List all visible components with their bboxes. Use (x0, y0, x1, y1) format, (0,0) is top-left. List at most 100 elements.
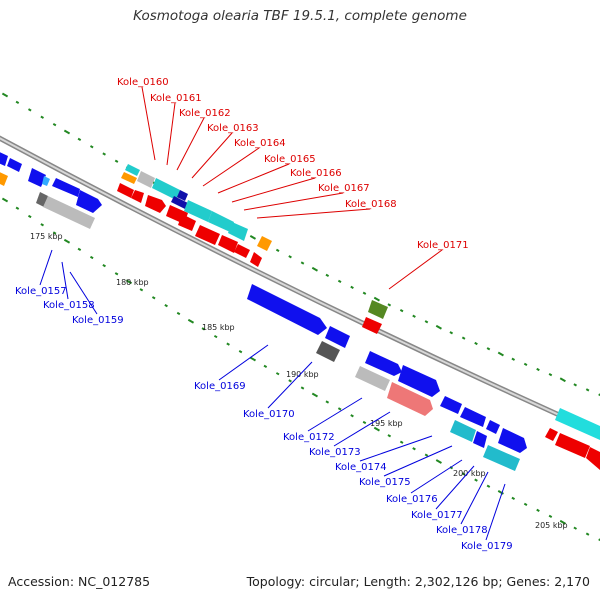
tick-mark (399, 440, 404, 444)
tick-mark (461, 472, 466, 476)
gene-arrow (208, 211, 234, 232)
tick-mark (102, 152, 106, 156)
forward-strand-features (0, 152, 600, 471)
tick-mark (40, 115, 44, 119)
gene-arrow (362, 317, 382, 334)
gene-arrow (177, 190, 188, 201)
gene-arrow (460, 407, 486, 427)
tick-mark (63, 129, 71, 135)
label-leader-line (191, 132, 233, 179)
tick-mark (15, 206, 20, 210)
tick-mark (275, 248, 280, 252)
tick-mark (523, 502, 528, 507)
label-leader-line (267, 361, 313, 409)
tick-mark (373, 426, 380, 432)
gene-arrow (450, 420, 476, 442)
tick-mark (63, 238, 71, 244)
tick-mark (474, 341, 478, 346)
tick-mark (311, 266, 318, 272)
reverse-strand-features (121, 164, 388, 319)
scale-labels: 175 kbp 180 kbp 185 kbp 190 kbp 195 kbp … (30, 232, 568, 530)
gene-arrow (117, 183, 134, 198)
tick-mark (573, 526, 578, 530)
tick-mark (536, 367, 540, 372)
gene-label: Kole_0164 (234, 138, 286, 149)
label-leader-line (231, 177, 316, 203)
gene-arrow (0, 152, 8, 166)
label-leader-line (460, 471, 489, 525)
tick-mark (238, 350, 243, 354)
gene-arrow (483, 445, 520, 471)
tick-mark (139, 288, 144, 292)
tick-mark (474, 478, 478, 482)
tick-mark (300, 386, 305, 390)
tick-mark (226, 342, 230, 346)
label-leader-line (485, 483, 506, 541)
tick-mark (548, 373, 553, 377)
gene-arrow (325, 326, 350, 348)
gene-arrow (0, 172, 8, 186)
gene-label: Kole_0165 (264, 154, 316, 165)
gene-arrow (365, 351, 402, 376)
tick-mark (89, 145, 94, 149)
gene-label: Kole_0166 (290, 168, 342, 179)
map-title: Kosmotoga olearia TBF 19.5.1, complete g… (133, 8, 467, 24)
scale-label: 175 kbp (30, 232, 63, 241)
tick-mark (1, 92, 9, 98)
tick-mark (511, 496, 516, 500)
gene-arrow (498, 428, 527, 453)
gene-arrow (76, 190, 102, 213)
gene-arrow (137, 171, 155, 188)
tick-mark (275, 372, 280, 376)
label-leader-line (359, 435, 433, 462)
tick-mark (52, 231, 57, 235)
gene-arrow (555, 433, 590, 458)
tick-mark (573, 383, 578, 387)
tick-mark (337, 279, 342, 284)
gene-arrow (586, 447, 600, 470)
tick-mark (497, 489, 504, 495)
tick-mark (27, 108, 32, 112)
scale-label: 190 kbp (286, 370, 319, 379)
tick-mark (201, 327, 206, 331)
label-leader-line (202, 147, 260, 187)
gene-label: Kole_0160 (117, 77, 169, 88)
gene-arrow (152, 178, 180, 200)
gene-arrow (555, 408, 600, 440)
gene-label: Kole_0158 (43, 300, 95, 311)
label-leader-line (61, 261, 69, 300)
gene-arrow (257, 236, 272, 251)
tick-mark (387, 303, 392, 307)
tick-mark (399, 308, 404, 313)
tick-mark (213, 334, 218, 339)
scale-label: 205 kbp (535, 521, 568, 530)
label-leader-line (388, 249, 443, 290)
tick-mark (249, 235, 257, 240)
tick-mark (27, 214, 32, 219)
label-leader-line (307, 397, 363, 432)
tick-mark (373, 296, 380, 302)
label-leader-line (166, 102, 176, 166)
gene-arrow (368, 300, 388, 319)
gene-arrow (545, 428, 558, 441)
gene-arrow (234, 244, 250, 258)
tick-mark (176, 311, 181, 316)
tick-mark (598, 538, 600, 542)
tick-mark (585, 532, 590, 536)
gene-arrow (473, 431, 487, 448)
tick-mark (125, 279, 133, 285)
label-leader-line (39, 249, 53, 286)
tick-mark (497, 351, 504, 357)
tick-mark (114, 272, 119, 276)
tick-mark (40, 223, 44, 227)
tick-mark (523, 362, 528, 367)
tick-mark (449, 331, 454, 335)
tick-mark (249, 356, 257, 362)
gene-arrow (398, 365, 440, 397)
tick-mark (263, 364, 268, 369)
gene-arrow (195, 225, 220, 245)
gene-label: Kole_0175 (359, 477, 411, 488)
scale-label: 185 kbp (202, 323, 235, 332)
scale-label: 180 kbp (116, 278, 149, 287)
gene-labels: Kole_0160Kole_0161Kole_0162Kole_0163Kole… (15, 77, 513, 552)
